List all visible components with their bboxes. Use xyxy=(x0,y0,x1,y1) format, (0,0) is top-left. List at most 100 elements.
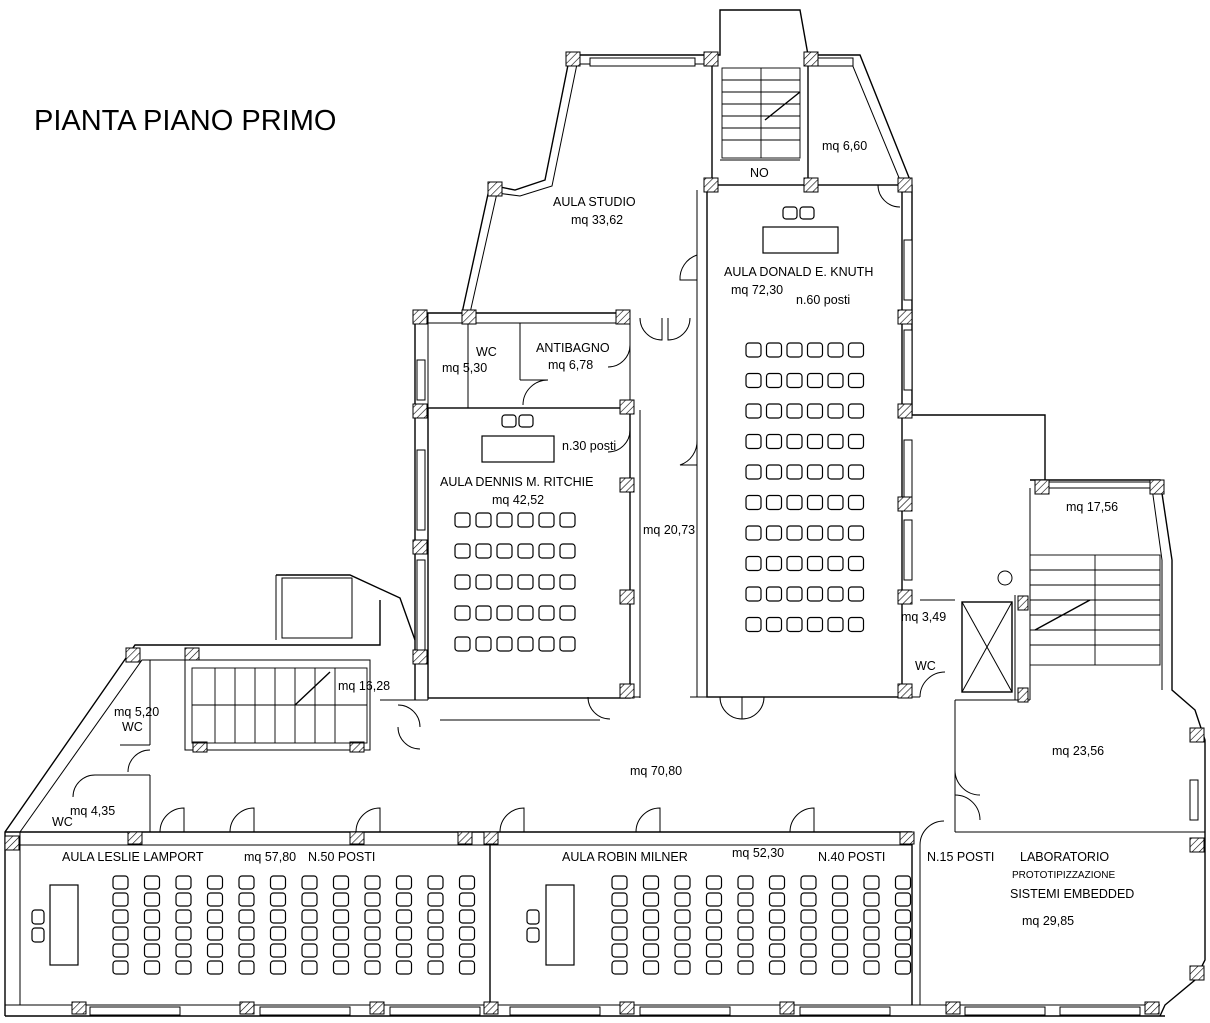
seat xyxy=(301,926,318,941)
seat xyxy=(863,960,880,975)
seat xyxy=(238,943,255,958)
seat xyxy=(768,926,786,941)
seat xyxy=(745,372,762,389)
ritchie-furniture xyxy=(481,414,555,463)
seat xyxy=(427,943,444,958)
seat xyxy=(395,909,413,924)
seat xyxy=(745,464,762,480)
seat xyxy=(301,960,318,975)
wc-left-bottom-name: WC xyxy=(52,815,73,829)
seat xyxy=(496,605,513,621)
seat xyxy=(765,616,783,633)
knuth-furniture xyxy=(762,206,839,254)
seat xyxy=(745,433,762,450)
seat xyxy=(745,586,762,602)
ritchie-seats xyxy=(454,512,576,652)
seat xyxy=(143,892,161,907)
seat xyxy=(674,892,691,907)
seat xyxy=(786,403,803,419)
seat xyxy=(143,926,161,941)
seat xyxy=(827,433,844,450)
seat xyxy=(894,875,912,890)
aula-lamport-seats: N.50 POSTI xyxy=(308,850,375,864)
seat xyxy=(112,960,129,975)
seat xyxy=(269,909,287,924)
seat xyxy=(705,943,723,958)
seat xyxy=(800,875,817,890)
seat xyxy=(496,636,513,652)
seat xyxy=(175,892,192,907)
small-top-right-area: mq 6,60 xyxy=(822,139,867,153)
aula-milner-seats: N.40 POSTI xyxy=(818,850,885,864)
seat xyxy=(806,616,824,633)
seat xyxy=(786,555,803,572)
seat xyxy=(269,960,287,975)
seat xyxy=(674,875,691,890)
seat xyxy=(238,926,255,941)
seat xyxy=(765,586,783,602)
seat xyxy=(238,875,255,890)
aula-studio-area: mq 33,62 xyxy=(571,213,623,227)
seat xyxy=(269,875,287,890)
wc-left-bottom-area: mq 4,35 xyxy=(70,804,115,818)
seat xyxy=(475,512,492,528)
seat xyxy=(786,616,803,633)
seat xyxy=(705,926,723,941)
wc-top-name: WC xyxy=(476,345,497,359)
aula-ritchie-area: mq 42,52 xyxy=(492,493,544,507)
seat xyxy=(847,616,865,633)
seat xyxy=(737,960,754,975)
seat xyxy=(454,543,471,559)
seat xyxy=(517,512,534,528)
seat xyxy=(427,892,444,907)
seat xyxy=(737,875,754,890)
seat xyxy=(806,494,824,511)
seat xyxy=(806,464,824,480)
seat xyxy=(559,605,576,621)
seat xyxy=(143,909,161,924)
seat xyxy=(800,892,817,907)
seat xyxy=(827,372,844,389)
seat xyxy=(768,943,786,958)
seat xyxy=(611,875,628,890)
room-right-area: mq 23,56 xyxy=(1052,744,1104,758)
seat xyxy=(674,909,691,924)
seat xyxy=(800,909,817,924)
seat xyxy=(143,960,161,975)
seat xyxy=(765,525,783,541)
seat xyxy=(454,574,471,590)
seat xyxy=(143,943,161,958)
seat xyxy=(831,960,849,975)
wc-right-name: WC xyxy=(915,659,936,673)
seat xyxy=(332,960,350,975)
seat xyxy=(847,525,865,541)
stairs xyxy=(191,67,1161,744)
seat xyxy=(806,342,824,358)
seat xyxy=(496,574,513,590)
seat xyxy=(745,525,762,541)
seat xyxy=(301,875,318,890)
seat xyxy=(517,636,534,652)
seat xyxy=(847,494,865,511)
seat xyxy=(301,909,318,924)
seat xyxy=(496,512,513,528)
seat xyxy=(611,960,628,975)
corridor-center-area: mq 20,73 xyxy=(643,523,695,537)
seat xyxy=(827,586,844,602)
seat xyxy=(364,909,381,924)
seat xyxy=(847,586,865,602)
seat xyxy=(737,892,754,907)
seat xyxy=(517,574,534,590)
aula-milner-area: mq 52,30 xyxy=(732,846,784,860)
seat xyxy=(206,943,224,958)
seat xyxy=(559,636,576,652)
seat xyxy=(768,892,786,907)
seat xyxy=(765,403,783,419)
seat xyxy=(642,943,660,958)
seat xyxy=(458,960,476,975)
seat xyxy=(458,926,476,941)
seat xyxy=(427,926,444,941)
seat xyxy=(847,403,865,419)
seat xyxy=(611,892,628,907)
seat xyxy=(332,943,350,958)
